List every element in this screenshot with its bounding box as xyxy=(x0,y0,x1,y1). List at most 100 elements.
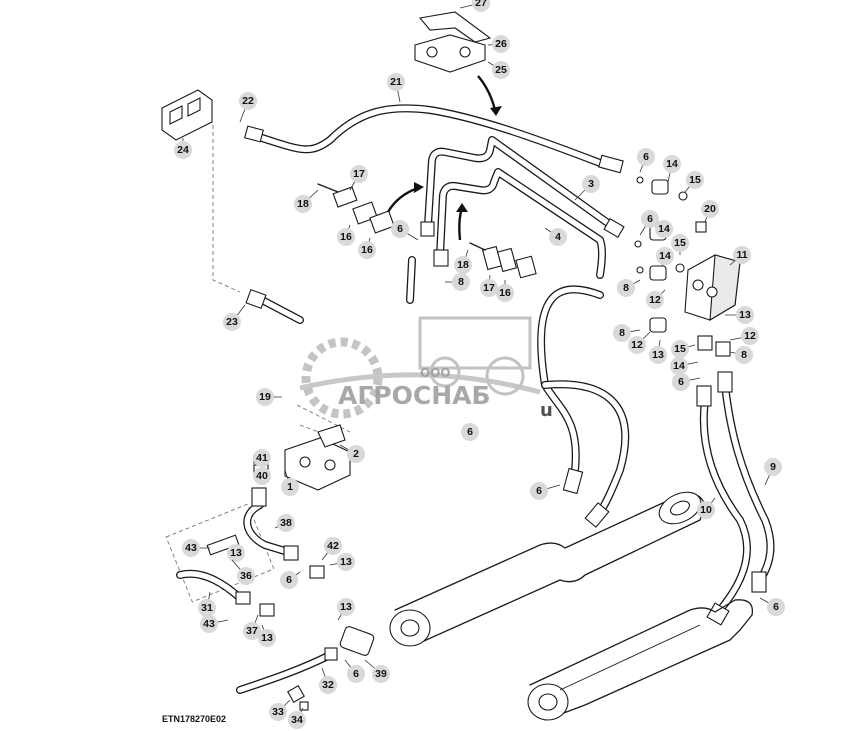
brackets xyxy=(161,11,492,491)
reference-code: ETN178270E02 xyxy=(162,714,226,724)
callout-bubble xyxy=(472,0,490,12)
callout-label: 12 xyxy=(744,330,756,342)
callout-label: 2 xyxy=(353,448,359,460)
callout-bubble xyxy=(549,228,567,246)
callout-label: 9 xyxy=(770,461,776,473)
callout-bubble xyxy=(735,346,753,364)
callout-label: 8 xyxy=(741,349,747,361)
callout-bubble xyxy=(237,567,255,585)
callout-label: 43 xyxy=(203,618,215,630)
callout-bubble xyxy=(530,482,548,500)
clamps xyxy=(317,183,537,279)
callout-bubble xyxy=(637,148,655,166)
watermark-logo xyxy=(299,316,541,419)
callout-label: 6 xyxy=(353,668,359,680)
callout-label: 37 xyxy=(246,625,258,637)
callout-bubble xyxy=(655,220,673,238)
callout-bubble xyxy=(697,501,715,519)
callout-label: 32 xyxy=(322,679,334,691)
callout-label: 14 xyxy=(658,223,670,235)
callout-label: 16 xyxy=(340,231,352,243)
callout-bubble xyxy=(767,598,785,616)
hose-23 xyxy=(245,256,416,324)
callout-bubble xyxy=(200,615,218,633)
callout-bubble xyxy=(617,279,635,297)
callout-bubble xyxy=(461,423,479,441)
hoses-9-10 xyxy=(696,371,775,626)
callout-bubble xyxy=(736,306,754,324)
callout-bubble xyxy=(258,629,276,647)
callout-label: 17 xyxy=(353,168,365,180)
callout-label: 14 xyxy=(673,360,685,372)
watermark-prefix: ООО xyxy=(420,366,451,380)
callout-bubble xyxy=(239,92,257,110)
callout-bubble xyxy=(663,155,681,173)
callout-label: 6 xyxy=(467,426,473,438)
hydraulic-cylinders xyxy=(389,491,754,721)
callout-bubble xyxy=(649,346,667,364)
callout-bubble xyxy=(337,553,355,571)
callout-label: 8 xyxy=(458,276,464,288)
callout-label: 16 xyxy=(499,287,511,299)
callout-bubble xyxy=(672,373,690,391)
callout-bubble xyxy=(280,571,298,589)
callout-bubble xyxy=(701,200,719,218)
tubes-3-4 xyxy=(420,136,625,279)
callout-bubble xyxy=(628,336,646,354)
callout-bubble xyxy=(277,514,295,532)
callout-label: 3 xyxy=(588,178,594,190)
callout-bubble xyxy=(337,598,355,616)
callout-label: 22 xyxy=(242,95,254,107)
callout-bubble xyxy=(358,241,376,259)
callout-bubble xyxy=(253,467,271,485)
callout-label: 13 xyxy=(739,309,751,321)
callout-label: 19 xyxy=(259,391,271,403)
callout-bubble xyxy=(733,246,751,264)
callout-label: 13 xyxy=(261,632,273,644)
callout-label: 20 xyxy=(704,203,716,215)
callout-bubble xyxy=(492,61,510,79)
callout-bubble xyxy=(174,141,192,159)
callout-label: 15 xyxy=(674,237,686,249)
callout-bubble xyxy=(613,324,631,342)
callout-label: 18 xyxy=(297,198,309,210)
callout-label: 40 xyxy=(256,470,268,482)
callout-bubble xyxy=(387,73,405,91)
callout-label: 31 xyxy=(201,602,213,614)
callout-bubble xyxy=(337,228,355,246)
callout-bubble xyxy=(656,247,674,265)
callout-bubble xyxy=(281,478,299,496)
callout-label: 39 xyxy=(375,668,387,680)
callout-bubble xyxy=(198,599,216,617)
callout-label: 6 xyxy=(397,223,403,235)
callout-bubble xyxy=(288,711,306,729)
hose-21 xyxy=(244,104,624,174)
callout-label: 6 xyxy=(536,485,542,497)
callout-label: 26 xyxy=(495,38,507,50)
callout-label: 13 xyxy=(340,556,352,568)
callout-label: 41 xyxy=(256,452,268,464)
callout-label: 11 xyxy=(736,249,747,261)
callout-bubble xyxy=(319,676,337,694)
callout-bubble xyxy=(741,327,759,345)
callout-label: 24 xyxy=(177,144,189,156)
callout-bubble xyxy=(452,273,470,291)
callout-label: 8 xyxy=(623,282,629,294)
callout-bubble xyxy=(671,340,689,358)
callout-bubble xyxy=(256,388,274,406)
callout-bubble xyxy=(646,291,664,309)
callout-bubble xyxy=(350,165,368,183)
valve-block-11 xyxy=(684,254,741,322)
callout-label: 14 xyxy=(666,158,678,170)
callout-label: 25 xyxy=(495,64,507,76)
callout-label: 43 xyxy=(185,542,197,554)
callout-label: 38 xyxy=(280,517,292,529)
callout-bubble xyxy=(223,313,241,331)
callout-label: 36 xyxy=(240,570,252,582)
callout-bubble xyxy=(480,279,498,297)
callout-label: 6 xyxy=(678,376,684,388)
callout-bubble xyxy=(454,256,472,274)
callout-bubble xyxy=(582,175,600,193)
